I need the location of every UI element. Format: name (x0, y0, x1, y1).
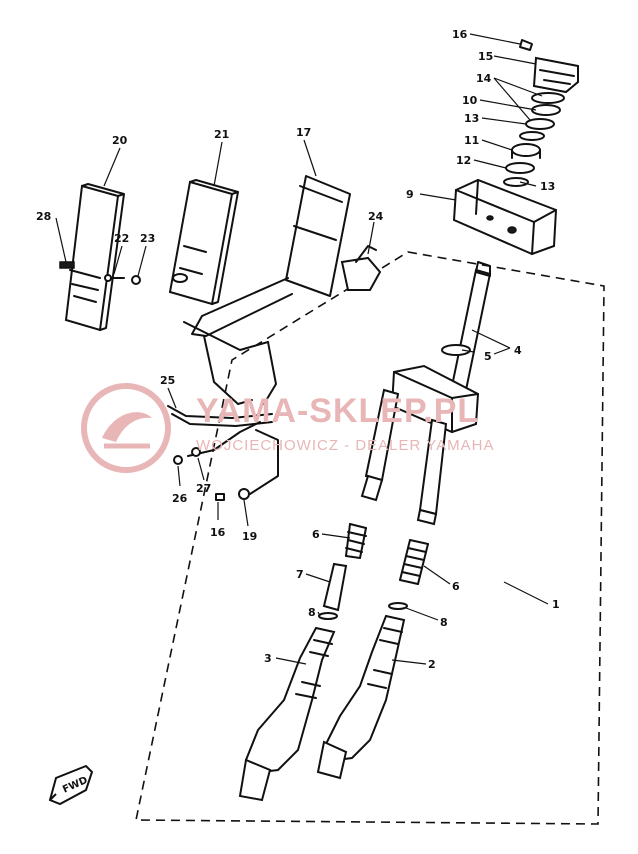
leader-lines (55, 55, 549, 665)
callout-label: 13 (540, 180, 555, 193)
callout-label: 23 (140, 232, 155, 245)
part-fork-spring-6-left (345, 523, 367, 559)
callout-label: 5 (484, 350, 492, 363)
callout-label: 26 (172, 492, 188, 505)
part-upper-bracket-9 (452, 178, 558, 256)
part-fork-spring-6-right (399, 539, 429, 585)
part-outer-tube-2 (316, 614, 406, 780)
callout-label: 10 (462, 94, 478, 107)
callout-label: 20 (112, 134, 128, 147)
callout-label: 27 (196, 482, 211, 495)
callout-label: 1 (552, 598, 560, 611)
callout-label: 24 (368, 210, 384, 223)
watermark-logo-icon (81, 383, 171, 473)
part-meter-case-21 (168, 179, 239, 306)
callout-label: 17 (296, 126, 311, 139)
part-spacer-7 (322, 562, 348, 612)
callout-label: 8 (308, 606, 316, 619)
fwd-arrow-icon: FWD (48, 764, 94, 806)
part-steering-stem-4 (441, 261, 492, 392)
callout-label: 28 (36, 210, 51, 223)
callout-labels: 16 15 14 10 13 11 12 13 9 20 21 17 28 22… (36, 28, 560, 671)
part-clamp-24 (340, 245, 382, 291)
part-inner-tube-left (360, 474, 384, 502)
callout-label: 11 (464, 134, 479, 147)
part-plate-25 (167, 405, 273, 457)
callout-label: 16 (452, 28, 468, 41)
part-steering-nut-15 (532, 56, 579, 94)
callout-label: 4 (514, 344, 522, 357)
assembly-boundary (135, 251, 605, 825)
callout-label: 16 (210, 526, 226, 539)
callout-label: 22 (114, 232, 129, 245)
callout-label: 19 (242, 530, 257, 543)
watermark-subtitle: WOJCIECHOWICZ - DEALER YAMAHA (196, 437, 495, 454)
watermark-title: YAMA-SKLEP.PL (196, 392, 480, 430)
callout-label: 21 (214, 128, 229, 141)
part-outer-tube-3 (238, 626, 336, 802)
callout-label: 14 (476, 72, 492, 85)
callout-label: 9 (406, 188, 414, 201)
part-meter-cover-20 (59, 183, 125, 332)
callout-label: 25 (160, 374, 175, 387)
part-rings-8 (318, 602, 408, 620)
part-screws-22-23 (104, 274, 141, 285)
callout-label: 13 (464, 112, 479, 125)
callout-label: 2 (428, 658, 436, 671)
callout-label: 3 (264, 652, 272, 665)
callout-label: 6 (312, 528, 320, 541)
part-inner-tube-right (416, 508, 438, 526)
callout-label: 7 (296, 568, 304, 581)
callout-label: 8 (440, 616, 448, 629)
callout-label: 6 (452, 580, 460, 593)
part-bearings-11-12-13 (503, 143, 541, 187)
part-washers-14-10-13 (519, 92, 565, 141)
part-fasteners-26-27 (173, 447, 201, 465)
part-meter-bracket-17 (183, 175, 351, 405)
part-under-bracket (364, 364, 480, 516)
callout-label: 15 (478, 50, 493, 63)
callout-label: 12 (456, 154, 471, 167)
part-bolt-16-washer-19 (215, 429, 279, 501)
part-bolt-16-top (469, 33, 533, 51)
